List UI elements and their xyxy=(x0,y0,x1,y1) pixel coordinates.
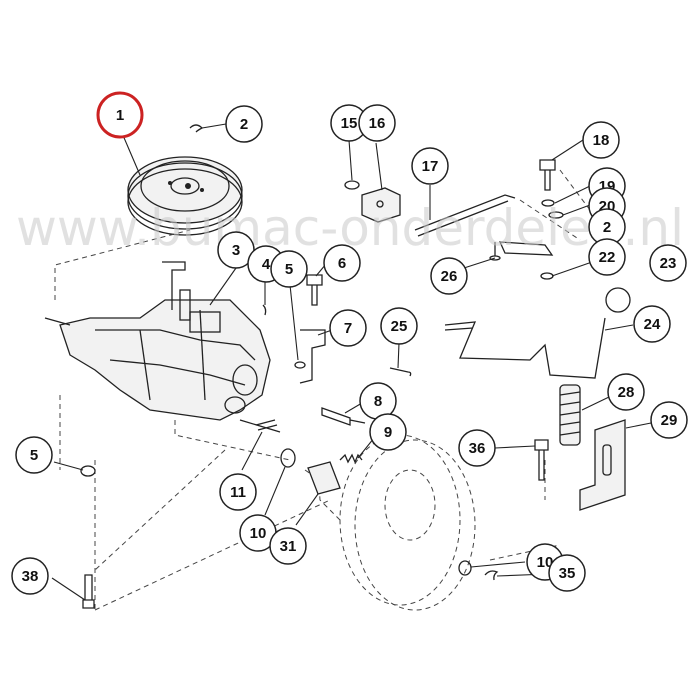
callout-label: 22 xyxy=(599,249,616,266)
callout-label: 6 xyxy=(338,255,346,272)
callout-22: 22 xyxy=(588,238,626,276)
callout-2b: 2 xyxy=(588,208,626,246)
callout-label: 11 xyxy=(230,484,246,501)
callout-label: 24 xyxy=(644,316,661,333)
callout-26: 26 xyxy=(430,257,468,295)
callout-18: 18 xyxy=(582,121,620,159)
callout-label: 16 xyxy=(369,115,386,132)
callout-11: 11 xyxy=(219,473,257,511)
callout-5b: 5 xyxy=(15,436,53,474)
callout-label: 35 xyxy=(559,565,576,582)
callout-24: 24 xyxy=(633,305,671,343)
callout-1: 1 xyxy=(96,91,144,139)
callout-label: 8 xyxy=(374,393,382,410)
callout-25: 25 xyxy=(380,307,418,345)
callout-label: 1 xyxy=(116,107,124,124)
callout-35: 35 xyxy=(548,554,586,592)
callout-36: 36 xyxy=(458,429,496,467)
callout-17: 17 xyxy=(411,147,449,185)
callout-label: 10 xyxy=(537,554,554,571)
callout-15: 15 xyxy=(330,104,368,142)
callout-16: 16 xyxy=(358,104,396,142)
callout-29: 29 xyxy=(650,401,688,439)
callout-label: 38 xyxy=(22,568,39,585)
callout-38: 38 xyxy=(11,557,49,595)
callout-28: 28 xyxy=(607,373,645,411)
callout-label: 17 xyxy=(422,158,439,175)
callout-label: 18 xyxy=(593,132,610,149)
pulley-part xyxy=(127,156,243,236)
callout-label: 7 xyxy=(344,320,352,337)
callout-5a: 5 xyxy=(270,250,308,288)
callout-label: 36 xyxy=(469,440,486,457)
callout-label: 2 xyxy=(603,219,611,236)
callout-label: 25 xyxy=(391,318,408,335)
leader-lines xyxy=(51,123,652,601)
callout-9: 9 xyxy=(369,413,407,451)
callout-label: 9 xyxy=(384,424,392,441)
callout-label: 15 xyxy=(341,115,358,132)
callout-label: 23 xyxy=(660,255,677,272)
spring-part xyxy=(559,384,581,446)
callout-label: 5 xyxy=(30,447,38,464)
tire-part xyxy=(317,434,476,611)
callout-31: 31 xyxy=(269,527,307,565)
bracket-part xyxy=(361,187,401,223)
callout-label: 2 xyxy=(240,116,248,133)
callout-label: 26 xyxy=(441,268,458,285)
callout-7: 7 xyxy=(329,309,367,347)
transaxle-part xyxy=(44,261,281,433)
callout-2: 2 xyxy=(225,105,263,143)
callout-label: 31 xyxy=(280,538,297,555)
callout-label: 10 xyxy=(250,525,267,542)
callout-label: 4 xyxy=(262,256,271,273)
callout-label: 3 xyxy=(232,242,240,259)
callout-6: 6 xyxy=(323,244,361,282)
callout-label: 29 xyxy=(661,412,678,429)
callout-23: 23 xyxy=(649,244,687,282)
callout-label: 28 xyxy=(618,384,635,401)
clip-part xyxy=(189,124,204,133)
callout-label: 5 xyxy=(285,261,293,278)
